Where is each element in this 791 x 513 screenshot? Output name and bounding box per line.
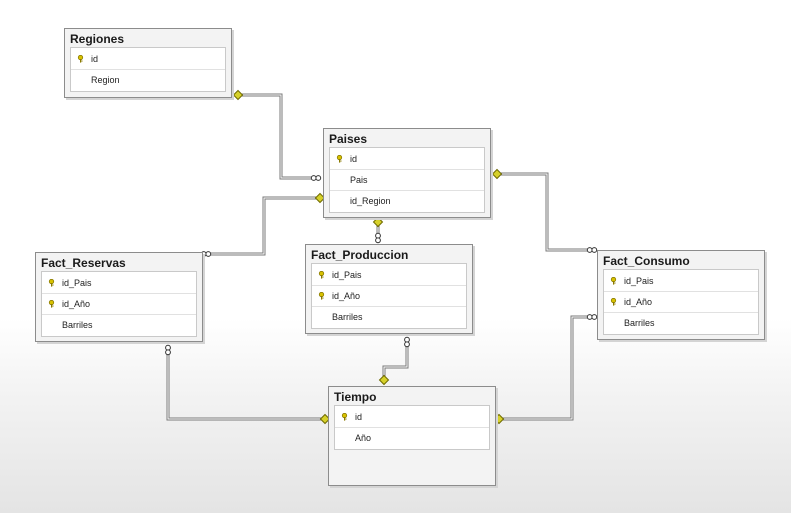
rel-tiempo-consumo-inner xyxy=(499,316,594,420)
column-row[interactable]: id_Pais xyxy=(604,271,758,292)
rel-tiempo-produccion-inner xyxy=(383,337,408,383)
key-icon xyxy=(610,298,617,306)
rel-tiempo-reservas-inner xyxy=(167,345,325,420)
column-row[interactable]: id_Pais xyxy=(312,265,466,286)
column-name: id_Pais xyxy=(332,270,362,280)
infinity-icon xyxy=(586,314,598,320)
column-name: id xyxy=(91,54,99,64)
key-icon xyxy=(77,55,84,63)
rel-paises-reservas[interactable] xyxy=(206,196,320,256)
key-connector-icon xyxy=(491,168,503,180)
key-connector-icon xyxy=(232,89,244,101)
table-title[interactable]: Tiempo xyxy=(334,390,377,404)
column-row[interactable]: Año xyxy=(335,428,489,448)
column-name: id_Año xyxy=(62,299,91,309)
column-row[interactable]: Barriles xyxy=(42,315,196,335)
infinity-icon xyxy=(375,232,381,244)
table-title[interactable]: Regiones xyxy=(70,32,125,46)
column-row[interactable]: id_Año xyxy=(604,292,758,313)
key-connector-icon xyxy=(372,216,384,228)
table-title[interactable]: Paises xyxy=(329,132,368,146)
column-row[interactable]: id xyxy=(335,407,489,428)
table-title[interactable]: Fact_Reservas xyxy=(41,256,126,270)
rel-paises-consumo-inner xyxy=(497,173,594,251)
rel-tiempo-consumo[interactable] xyxy=(499,315,594,421)
column-row[interactable]: id_Region xyxy=(330,191,484,211)
infinity-icon xyxy=(310,175,322,181)
rel-tiempo-reservas[interactable] xyxy=(166,345,325,421)
key-connector-icon xyxy=(493,413,505,425)
column-name: Pais xyxy=(350,175,368,185)
column-row[interactable]: Pais xyxy=(330,170,484,191)
key-icon xyxy=(610,277,617,285)
key-connector-icon xyxy=(378,374,390,386)
rel-regiones-paises[interactable] xyxy=(238,93,320,180)
column-row[interactable]: id_Pais xyxy=(42,273,196,294)
column-name: id_Pais xyxy=(624,276,654,286)
infinity-icon xyxy=(586,247,598,253)
key-icon xyxy=(336,155,343,163)
column-name: id_Pais xyxy=(62,278,92,288)
column-row[interactable]: id_Año xyxy=(312,286,466,307)
column-name: id_Region xyxy=(350,196,391,206)
column-row[interactable]: Barriles xyxy=(312,307,466,327)
table-title[interactable]: Fact_Produccion xyxy=(311,248,409,262)
column-name: Barriles xyxy=(624,318,655,328)
rel-tiempo-produccion[interactable] xyxy=(382,337,409,383)
column-name: id_Año xyxy=(624,297,653,307)
column-row[interactable]: id xyxy=(330,149,484,170)
column-row[interactable]: Region xyxy=(71,70,225,90)
column-name: Año xyxy=(355,433,372,443)
column-name: id xyxy=(350,154,358,164)
table-title[interactable]: Fact_Consumo xyxy=(603,254,690,268)
column-name: id_Año xyxy=(332,291,361,301)
column-name: Barriles xyxy=(332,312,363,322)
column-row[interactable]: Barriles xyxy=(604,313,758,333)
rel-paises-consumo[interactable] xyxy=(497,172,594,252)
column-name: Barriles xyxy=(62,320,93,330)
key-icon xyxy=(48,279,55,287)
column-row[interactable]: id_Año xyxy=(42,294,196,315)
column-row[interactable]: id xyxy=(71,49,225,70)
key-icon xyxy=(341,413,348,421)
key-icon xyxy=(318,292,325,300)
infinity-icon xyxy=(404,336,410,348)
rel-paises-reservas-inner xyxy=(206,197,320,255)
infinity-icon xyxy=(165,344,171,356)
column-name: id xyxy=(355,412,363,422)
key-icon xyxy=(318,271,325,279)
column-name: Region xyxy=(91,75,120,85)
rel-regiones-paises-inner xyxy=(238,94,320,179)
key-icon xyxy=(48,300,55,308)
